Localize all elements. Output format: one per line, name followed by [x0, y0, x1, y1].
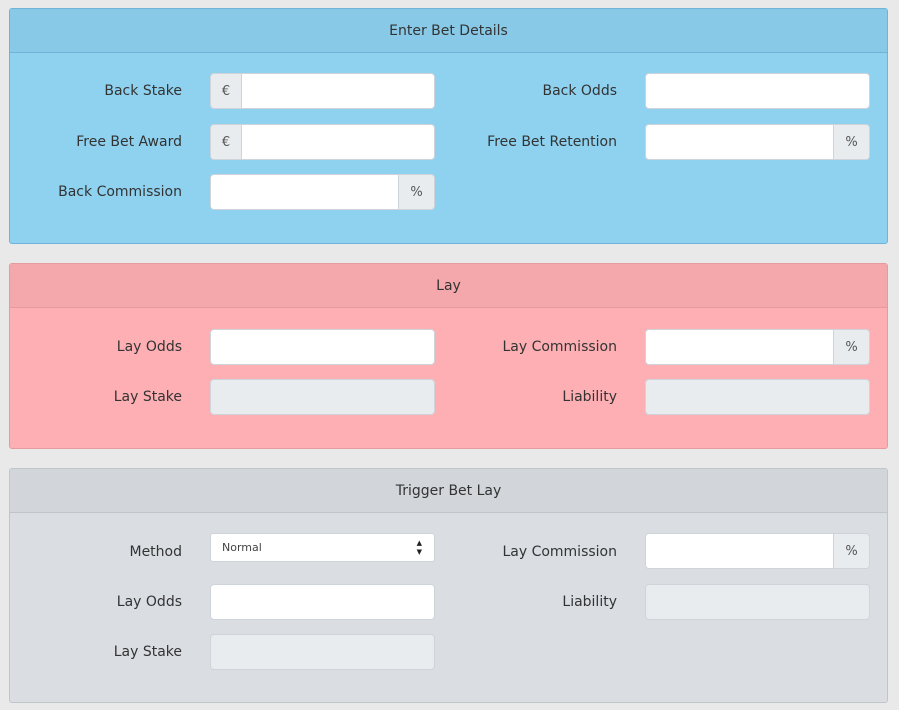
lay-stake-output — [210, 379, 435, 415]
method-label: Method — [129, 544, 182, 560]
back-odds-group — [645, 73, 870, 109]
lay-commission-input[interactable] — [645, 329, 834, 365]
trigger-lay-stake-group — [210, 634, 435, 670]
trigger-bet-lay-panel: Trigger Bet Lay Method Normal ▲▼ Lay Com… — [9, 468, 888, 703]
method-selected-value: Normal — [222, 541, 262, 554]
back-commission-input[interactable] — [210, 174, 399, 210]
trigger-liability-label: Liability — [562, 594, 617, 610]
lay-stake-label: Lay Stake — [113, 389, 182, 405]
trigger-lay-commission-group: % — [645, 533, 870, 569]
trigger-lay-odds-group — [210, 584, 435, 620]
back-commission-label: Back Commission — [58, 184, 182, 200]
back-odds-label: Back Odds — [542, 83, 617, 99]
free-bet-award-group: € — [210, 124, 435, 160]
back-stake-label: Back Stake — [104, 83, 182, 99]
free-bet-retention-label: Free Bet Retention — [487, 134, 617, 150]
lay-commission-label: Lay Commission — [502, 339, 617, 355]
trigger-lay-odds-label: Lay Odds — [116, 594, 182, 610]
liability-group — [645, 379, 870, 415]
trigger-lay-odds-input[interactable] — [210, 584, 435, 620]
percent-suffix: % — [399, 174, 435, 210]
bet-details-panel: Enter Bet Details Back Stake € Back Odds… — [9, 8, 888, 244]
lay-header: Lay — [10, 264, 887, 308]
trigger-lay-stake-output — [210, 634, 435, 670]
trigger-liability-output — [645, 584, 870, 620]
lay-panel: Lay Lay Odds Lay Commission % Lay Stake … — [9, 263, 888, 449]
euro-prefix: € — [210, 73, 241, 109]
percent-suffix: % — [834, 124, 870, 160]
trigger-lay-commission-input[interactable] — [645, 533, 834, 569]
method-select[interactable]: Normal ▲▼ — [210, 533, 435, 562]
trigger-bet-lay-header: Trigger Bet Lay — [10, 469, 887, 513]
lay-odds-label: Lay Odds — [116, 339, 182, 355]
free-bet-award-label: Free Bet Award — [76, 134, 182, 150]
euro-prefix: € — [210, 124, 241, 160]
trigger-lay-stake-label: Lay Stake — [113, 644, 182, 660]
lay-commission-group: % — [645, 329, 870, 365]
percent-suffix: % — [834, 533, 870, 569]
lay-odds-group — [210, 329, 435, 365]
select-caret-icon: ▲▼ — [416, 539, 422, 556]
bet-details-header: Enter Bet Details — [10, 9, 887, 53]
back-commission-group: % — [210, 174, 435, 210]
free-bet-retention-group: % — [645, 124, 870, 160]
liability-output — [645, 379, 870, 415]
free-bet-retention-input[interactable] — [645, 124, 834, 160]
trigger-liability-group — [645, 584, 870, 620]
liability-label: Liability — [562, 389, 617, 405]
lay-odds-input[interactable] — [210, 329, 435, 365]
lay-stake-group — [210, 379, 435, 415]
trigger-lay-commission-label: Lay Commission — [502, 544, 617, 560]
free-bet-award-input[interactable] — [241, 124, 435, 160]
percent-suffix: % — [834, 329, 870, 365]
back-stake-group: € — [210, 73, 435, 109]
back-stake-input[interactable] — [241, 73, 435, 109]
back-odds-input[interactable] — [645, 73, 870, 109]
